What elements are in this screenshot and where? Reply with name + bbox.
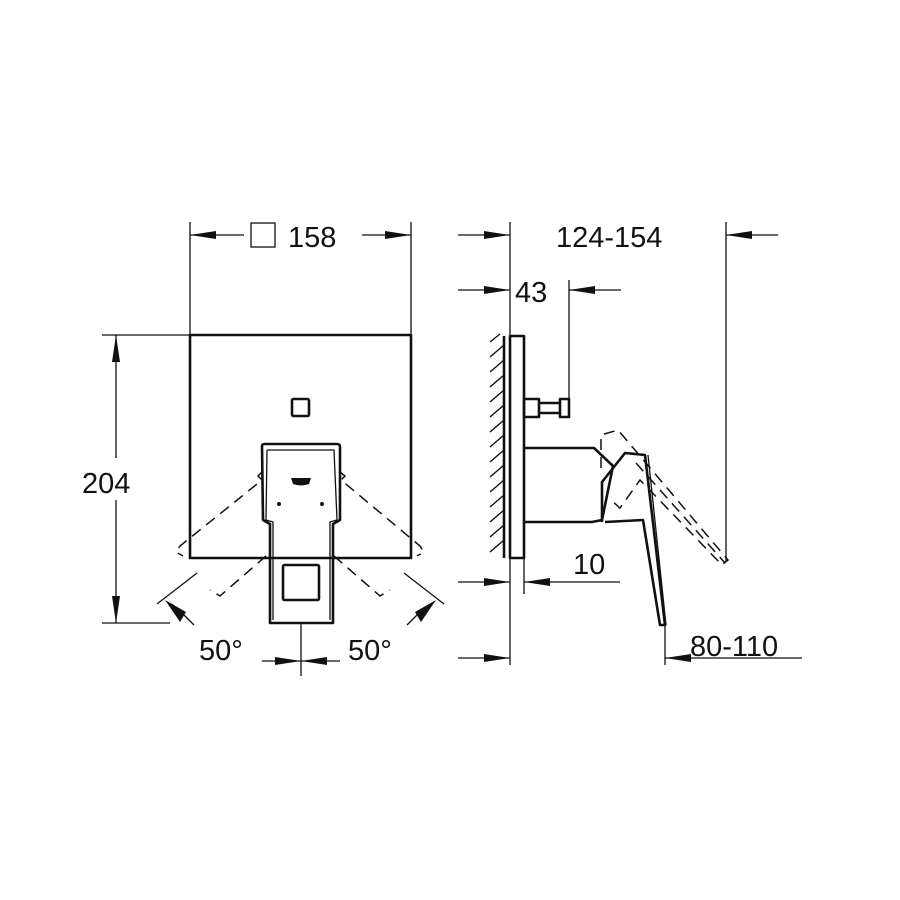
valve-body: [524, 446, 615, 524]
angle-dimension-right: 50°: [348, 572, 445, 667]
diverter-button: [290, 397, 311, 418]
width-label: 158: [288, 222, 336, 254]
total-depth-label: 124-154: [556, 222, 662, 254]
spindle-dimension: 43: [458, 277, 621, 410]
diverter-spindle: [522, 397, 571, 419]
wall-hatch: [489, 333, 506, 558]
plate-thickness-dimension: 10: [458, 549, 620, 594]
installation-depth-label: 80-110: [690, 631, 778, 663]
handle-front: [260, 442, 342, 625]
side-view: 124-154 43: [458, 222, 802, 665]
installation-depth-dimension: 80-110: [458, 625, 802, 665]
height-label: 204: [82, 468, 130, 500]
angle-dimension-left: 50°: [156, 572, 243, 667]
plate-side: [508, 334, 526, 560]
rotated-handle-left: [174, 471, 267, 597]
cover-plate: [188, 333, 413, 560]
front-view: 158 204: [82, 222, 445, 676]
total-depth-dimension: 124-154: [458, 222, 778, 665]
square-symbol-icon: [250, 222, 276, 248]
height-dimension: 204: [82, 334, 190, 624]
angle-right-label: 50°: [348, 635, 392, 667]
spindle-label: 43: [515, 277, 547, 309]
width-dimension: 158: [189, 222, 412, 334]
logo-mark: [291, 478, 311, 486]
lever-side: [600, 451, 667, 627]
handle-square: [281, 563, 321, 602]
rotated-handle-right: [333, 471, 426, 597]
plate-thickness-label: 10: [573, 549, 605, 581]
angle-left-label: 50°: [199, 635, 243, 667]
